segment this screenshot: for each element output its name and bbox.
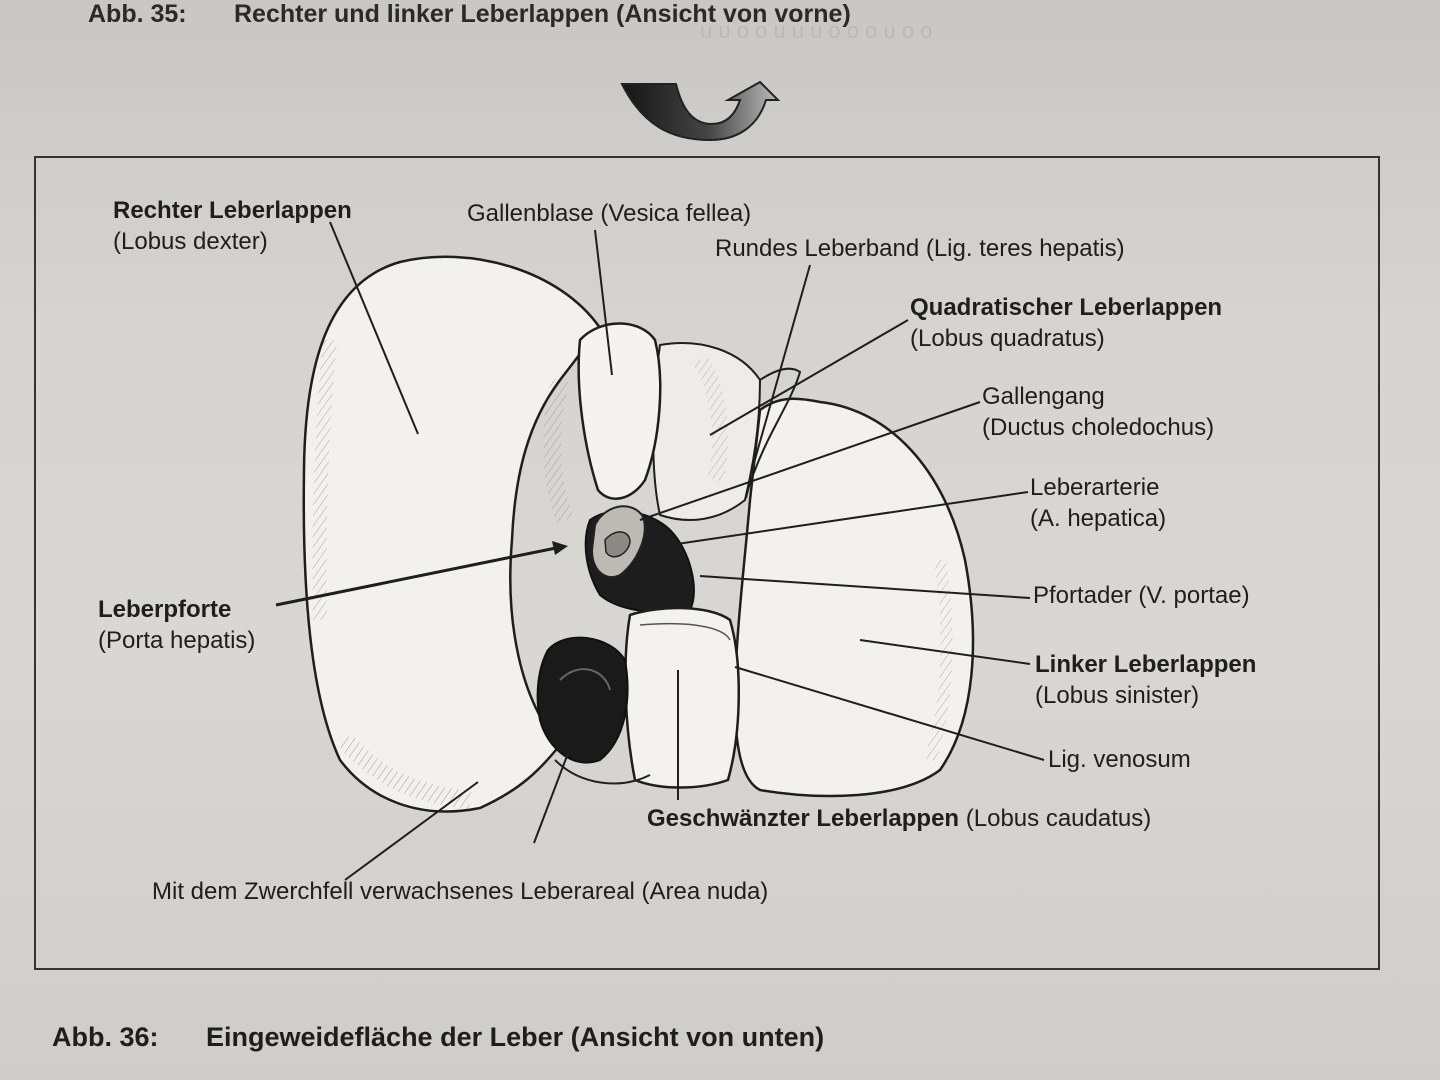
label-area-nuda: Mit dem Zwerchfell verwachsenes Leberare… (152, 878, 769, 905)
label-leberpforte: Leberpforte (Porta hepatis) (98, 596, 256, 654)
label-linker-leberlappen: Linker Leberlappen (Lobus sinister) (1035, 651, 1257, 709)
right-lobe-shape (302, 255, 602, 813)
gallbladder-shape (577, 322, 662, 500)
label-pfortader: Pfortader (V. portae) (1033, 582, 1250, 609)
leader-lines (329, 221, 1045, 881)
label-leberarterie: Leberarterie (A. hepatica) (1030, 474, 1167, 532)
label-lig-venosum: Lig. venosum (1048, 746, 1191, 773)
figure-caption-bottom: Abb. 36: Eingeweidefläche der Leber (Ansi… (52, 1022, 824, 1053)
label-gallengang: Gallengang (Ductus choledochus) (982, 383, 1215, 441)
leberpforte-pointer (275, 546, 557, 607)
leberpforte-arrowhead (552, 541, 568, 555)
label-quadratischer-leberlappen: Quadratischer Leberlappen (Lobus quadrat… (910, 294, 1223, 352)
vena-cava-shape (536, 636, 629, 764)
label-geschwaenzter-leberlappen: Geschwänzter Leberlappen (Lobus caudatus… (647, 805, 1152, 832)
figure-number-top: Abb. 35: (88, 0, 187, 28)
figure-frame (34, 156, 1380, 970)
label-rundes-leberband: Rundes Leberband (Lig. teres hepatis) (715, 235, 1125, 262)
figure-title-top: Rechter und linker Leberlappen (Ansicht … (234, 0, 851, 28)
rotate-up-arrow-icon (620, 80, 780, 142)
figure-number-bottom: Abb. 36: (52, 1022, 159, 1052)
label-rechter-leberlappen: Rechter Leberlappen (Lobus dexter) (113, 197, 352, 255)
figure-caption-top: Abb. 35: Rechter und linker Leberlappen (… (88, 0, 851, 29)
caudate-lobe-shape (624, 606, 741, 789)
figure-title-bottom: Eingeweidefläche der Leber (Ansicht von … (206, 1022, 825, 1052)
label-gallenblase: Gallenblase (Vesica fellea) (467, 200, 752, 227)
